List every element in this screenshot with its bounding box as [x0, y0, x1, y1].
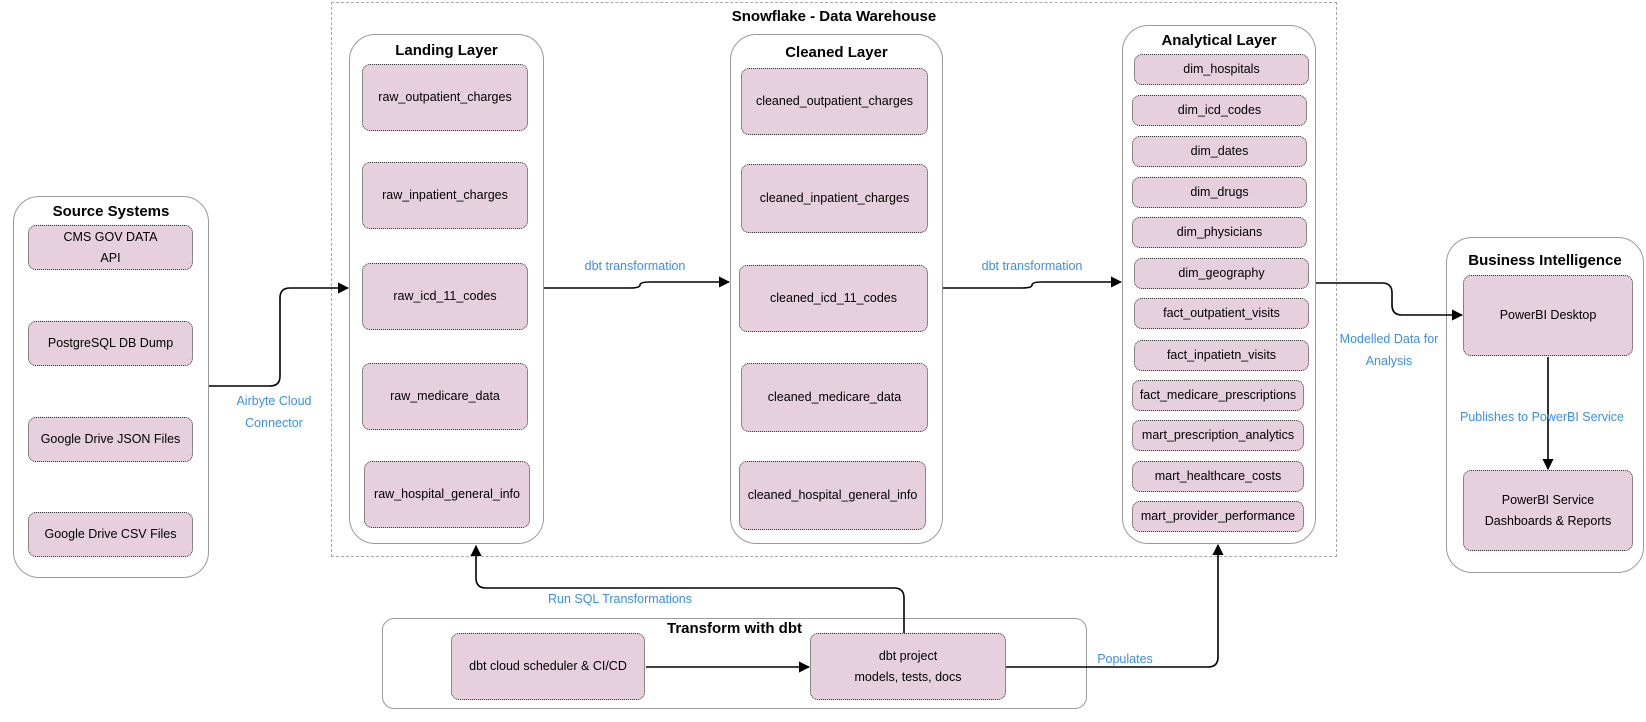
- cleaned-item: cleaned_icd_11_codes: [739, 265, 928, 332]
- modelled-line1: Modelled Data for: [1339, 332, 1439, 346]
- powerbi-service-line2: Dashboards & Reports: [1484, 513, 1612, 528]
- transform-dbt-title: Transform with dbt: [667, 620, 802, 637]
- edge-project-to-analytical: [1006, 543, 1224, 668]
- analytical-item: dim_icd_codes: [1132, 95, 1307, 126]
- dbt-scheduler: dbt cloud scheduler & CI/CD: [451, 633, 645, 700]
- analytical-item: dim_physicians: [1132, 217, 1307, 248]
- source-cms-gov-api-line1: CMS GOV DATA: [63, 229, 158, 244]
- landing-item: raw_inpatient_charges: [362, 162, 528, 229]
- source-drive-json: Google Drive JSON Files: [28, 417, 193, 462]
- source-drive-csv: Google Drive CSV Files: [28, 512, 193, 557]
- edge-analytical-to-powerbi: [1316, 282, 1464, 321]
- source-systems-title: Source Systems: [52, 203, 170, 220]
- business-intelligence-title: Business Intelligence: [1468, 252, 1622, 269]
- analytical-layer-title: Analytical Layer: [1161, 32, 1277, 49]
- modelled-data-label: Modelled Data for Analysis: [1334, 328, 1444, 372]
- analytical-item: dim_hospitals: [1134, 54, 1309, 85]
- dbt-project: dbt project models, tests, docs: [810, 633, 1006, 700]
- landing-item: raw_icd_11_codes: [362, 263, 528, 330]
- airbyte-connector-label: Airbyte Cloud Connector: [224, 390, 324, 434]
- analytical-item: fact_inpatietn_visits: [1134, 340, 1309, 371]
- data-warehouse-title: Snowflake - Data Warehouse: [731, 8, 937, 25]
- analytical-item: mart_provider_performance: [1132, 501, 1304, 532]
- edge-cleaned-to-analytical: [943, 276, 1123, 289]
- cleaned-item: cleaned_inpatient_charges: [741, 164, 928, 233]
- source-cms-gov-api-line2: API: [100, 250, 121, 265]
- analytical-item: dim_drugs: [1132, 177, 1307, 208]
- source-postgresql-dump: PostgreSQL DB Dump: [28, 321, 193, 366]
- dbt-transformation-label-1: dbt transformation: [584, 259, 686, 273]
- analytical-item: dim_dates: [1132, 136, 1307, 167]
- analytical-item: mart_prescription_analytics: [1132, 420, 1304, 451]
- source-cms-gov-api: CMS GOV DATA API: [28, 225, 193, 270]
- airbyte-line2: Connector: [245, 416, 303, 430]
- edge-landing-to-cleaned: [544, 276, 731, 289]
- cleaned-layer-title: Cleaned Layer: [785, 44, 888, 61]
- cleaned-item: cleaned_outpatient_charges: [741, 68, 928, 135]
- populates-label: Populates: [1097, 652, 1153, 666]
- modelled-line2: Analysis: [1365, 354, 1413, 368]
- cleaned-item: cleaned_hospital_general_info: [739, 461, 926, 530]
- analytical-item: mart_healthcare_costs: [1132, 461, 1304, 492]
- edge-project-to-landing: [470, 544, 905, 633]
- edge-sources-to-landing: [209, 282, 350, 387]
- landing-item: raw_medicare_data: [362, 363, 528, 430]
- cleaned-item: cleaned_medicare_data: [741, 363, 928, 432]
- analytical-item: dim_geography: [1134, 258, 1309, 289]
- powerbi-desktop: PowerBI Desktop: [1463, 275, 1633, 356]
- landing-item: raw_outpatient_charges: [362, 64, 528, 131]
- landing-item: raw_hospital_general_info: [364, 461, 530, 528]
- powerbi-service-line1: PowerBI Service: [1501, 492, 1595, 507]
- dbt-transformation-label-2: dbt transformation: [981, 259, 1083, 273]
- dbt-project-line2: models, tests, docs: [854, 669, 962, 684]
- analytical-item: fact_outpatient_visits: [1134, 298, 1309, 329]
- airbyte-line1: Airbyte Cloud: [236, 394, 312, 408]
- run-sql-label: Run SQL Transformations: [547, 592, 693, 606]
- dbt-project-line1: dbt project: [878, 648, 938, 663]
- analytical-item: fact_medicare_prescriptions: [1132, 380, 1304, 411]
- landing-layer-title: Landing Layer: [395, 42, 498, 59]
- publishes-label: Publishes to PowerBI Service: [1460, 410, 1624, 424]
